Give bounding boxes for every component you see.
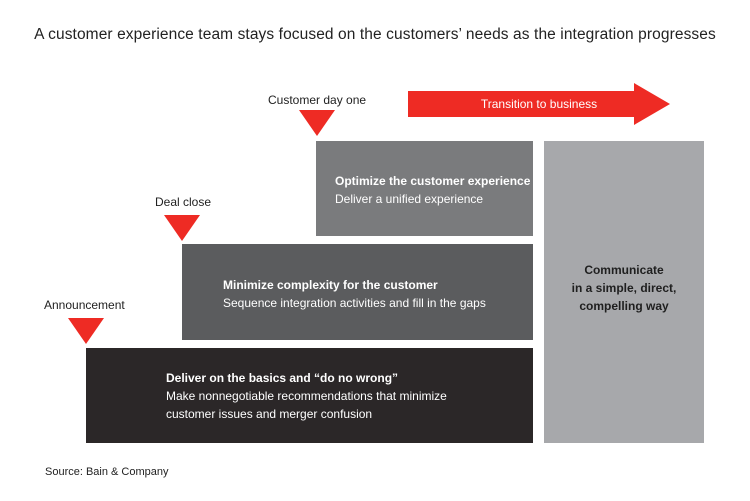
source-note: Source: Bain & Company	[45, 466, 169, 478]
block-deliver-basics: Deliver on the basics and “do no wrong” …	[86, 348, 533, 443]
block-optimize-heading: Optimize the customer experience	[335, 174, 531, 188]
block-deliver-text: Make nonnegotiable recommendations that …	[166, 389, 447, 421]
milestone-label-deal-close: Deal close	[155, 195, 212, 209]
block-minimize-heading: Minimize complexity for the customer	[223, 278, 438, 292]
block-optimize-text: Deliver a unified experience	[335, 192, 484, 206]
block-deliver-heading: Deliver on the basics and “do no wrong”	[166, 371, 399, 385]
milestone-label-announcement: Announcement	[44, 298, 125, 312]
diagram-title: A customer experience team stays focused…	[34, 26, 716, 43]
transition-arrow-label: Transition to business	[480, 97, 598, 111]
block-minimize-complexity: Minimize complexity for the customer Seq…	[182, 244, 533, 340]
transition-arrow: Transition to business	[408, 91, 636, 117]
communicate-box: Communicate in a simple, direct, compell…	[544, 141, 704, 443]
milestone-marker-customer-day-one	[299, 110, 335, 136]
milestone-label-customer-day-one: Customer day one	[268, 93, 367, 107]
milestone-marker-announcement	[68, 318, 104, 344]
block-optimize-experience: Optimize the customer experience Deliver…	[316, 141, 533, 236]
transition-arrow-head	[634, 83, 670, 125]
communicate-text: Communicate in a simple, direct, compell…	[571, 263, 677, 313]
block-minimize-text: Sequence integration activities and fill…	[223, 296, 486, 310]
milestone-marker-deal-close	[164, 215, 200, 241]
